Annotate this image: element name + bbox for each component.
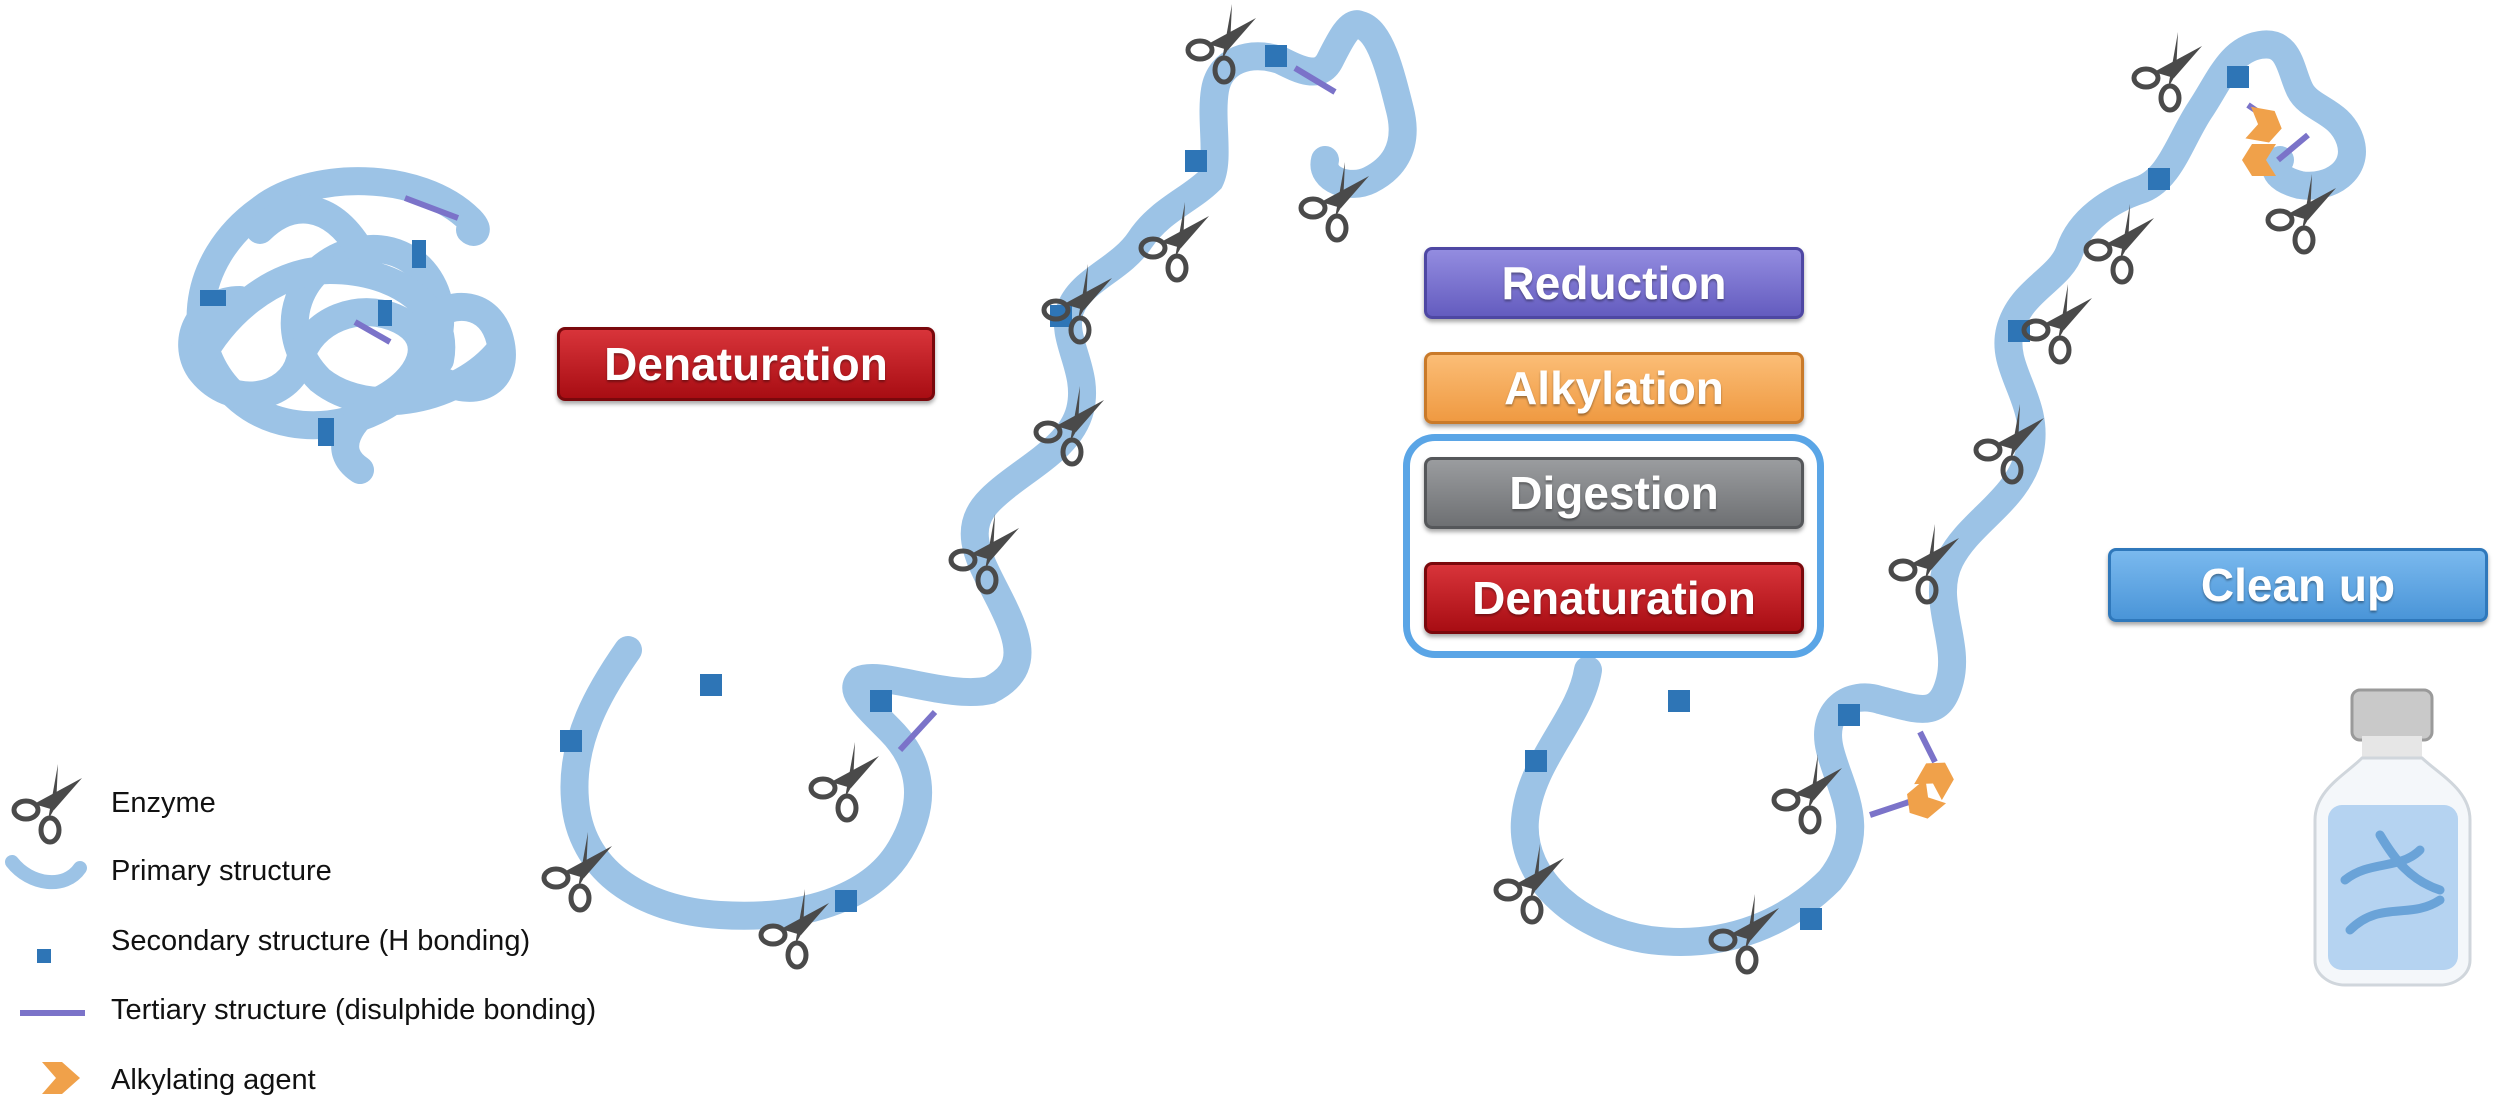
scissors-icon [544, 4, 1369, 967]
scissors-icon [14, 764, 82, 842]
legend-alkylating-label: Alkylating agent [111, 1064, 316, 1096]
denaturation-step-left: Denaturation [557, 327, 935, 401]
legend-icons [5, 764, 87, 1094]
legend-tertiary-label: Tertiary structure (disulphide bonding) [111, 994, 597, 1026]
chevron-icon [42, 1062, 80, 1094]
square-icon [37, 949, 51, 963]
unfolded-chain-middle [544, 4, 1417, 967]
reduction-step: Reduction [1424, 247, 1804, 319]
vial-icon [2313, 688, 2472, 987]
legend-secondary-label: Secondary structure (H bonding) [111, 925, 531, 957]
folded-protein [178, 167, 516, 484]
clean-up-step: Clean up [2108, 548, 2488, 622]
denaturation-step-right: Denaturation [1424, 562, 1804, 634]
chain-icon [5, 855, 87, 890]
legend-enzyme-label: Enzyme [111, 787, 216, 819]
alkylation-step: Alkylation [1424, 352, 1804, 424]
legend-primary-label: Primary structure [111, 855, 332, 887]
digestion-step: Digestion [1424, 457, 1804, 529]
digested-chain-right [1496, 32, 2366, 972]
